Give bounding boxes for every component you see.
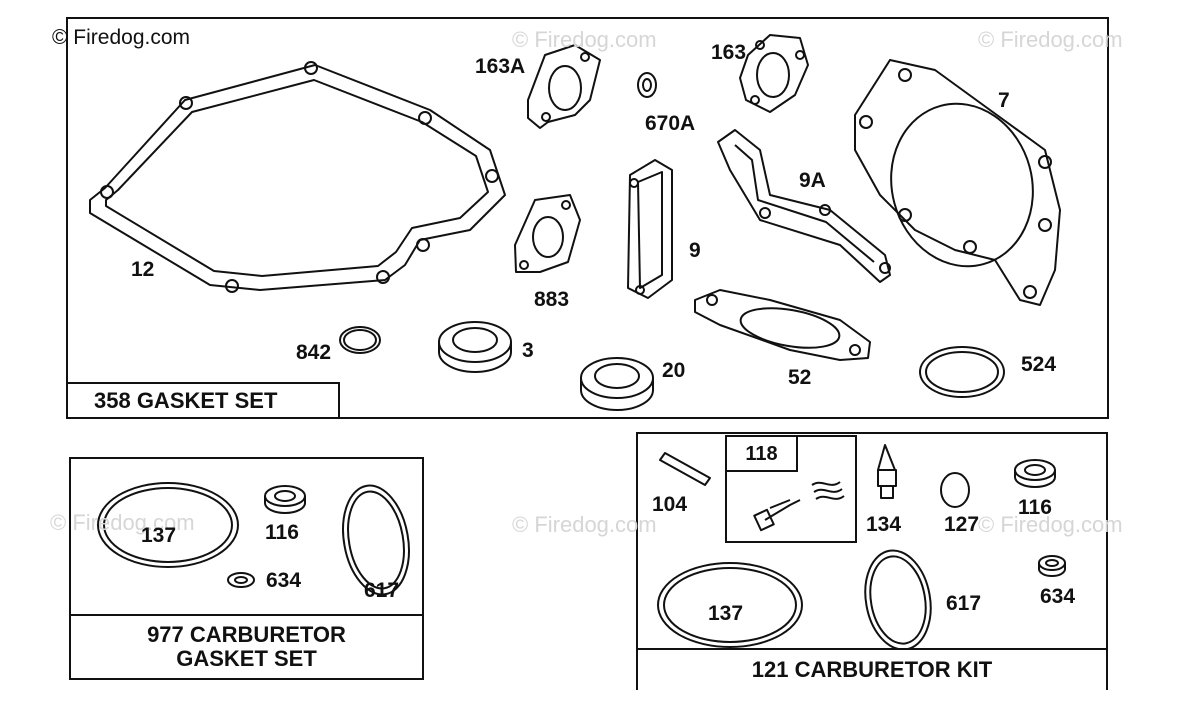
part-104-label: 104 bbox=[652, 493, 688, 516]
part-670A-label: 670A bbox=[645, 112, 696, 135]
part-163-label: 163 bbox=[711, 41, 747, 64]
part-20-label: 20 bbox=[662, 359, 686, 382]
part-7-label: 7 bbox=[998, 89, 1010, 112]
part-617-kit-label: 617 bbox=[946, 592, 982, 615]
part-163A-drawing bbox=[527, 44, 601, 129]
part-127-plug-drawing bbox=[940, 472, 970, 508]
carb-kit-title-text: 121 CARBURETOR KIT bbox=[751, 657, 993, 682]
gasket-set-title-text: 358 GASKET SET bbox=[94, 387, 278, 413]
part-12-gasket-drawing bbox=[89, 61, 506, 293]
part-634-kit-washer-drawing bbox=[1038, 555, 1066, 577]
part-116-kit-washer-drawing bbox=[1014, 459, 1056, 488]
part-883-label: 883 bbox=[534, 288, 570, 311]
part-617-carb-gasket-ring-drawing bbox=[342, 484, 410, 596]
copyright-text: © Firedog.com bbox=[52, 26, 191, 49]
part-134-label: 134 bbox=[866, 513, 902, 536]
part-524-ring-drawing bbox=[919, 346, 1005, 398]
part-634-carb-gasket-label: 634 bbox=[266, 569, 302, 592]
part-842-label: 842 bbox=[296, 341, 332, 364]
part-634-kit-label: 634 bbox=[1040, 585, 1076, 608]
part-104-pin-drawing bbox=[659, 452, 711, 486]
part-670A-drawing bbox=[637, 72, 657, 98]
part-3-seal-drawing bbox=[438, 321, 512, 373]
part-634-carb-gasket-washer-drawing bbox=[227, 572, 255, 588]
part-116-carb-gasket-label: 116 bbox=[265, 521, 299, 544]
part-134-needle-valve-drawing bbox=[877, 444, 897, 499]
watermark-3: © Firedog.com bbox=[50, 510, 195, 535]
part-127-label: 127 bbox=[944, 513, 980, 536]
carb-gasket-set-title-line2: GASKET SET bbox=[176, 646, 317, 671]
carb-kit-panel bbox=[636, 432, 1108, 690]
part-163-drawing bbox=[739, 34, 809, 113]
part-137-carb-gasket-ring-drawing bbox=[97, 482, 239, 568]
part-7-head-gasket-drawing bbox=[854, 59, 1061, 306]
part-118-label: 118 bbox=[745, 442, 778, 465]
part-52-label: 52 bbox=[788, 366, 812, 389]
part-9A-drawing bbox=[717, 129, 891, 283]
part-9A-label: 9A bbox=[799, 169, 826, 192]
part-118-needle-spring-drawing bbox=[753, 481, 845, 532]
part-163A-label: 163A bbox=[475, 55, 526, 78]
part-20-seal-drawing bbox=[580, 357, 654, 411]
gasket-set-panel bbox=[66, 17, 1109, 419]
part-116-kit-label: 116 bbox=[1018, 496, 1052, 519]
part-842-drawing bbox=[339, 326, 381, 354]
part-52-drawing bbox=[694, 289, 871, 361]
part-137-carb-gasket-label: 137 bbox=[141, 524, 177, 547]
part-116-carb-gasket-washer-drawing bbox=[264, 485, 306, 514]
gasket-set-title: 358 GASKET SET bbox=[66, 382, 340, 419]
part-617-carb-gasket-label: 617 bbox=[364, 579, 400, 602]
part-118-label-box: 118 bbox=[725, 435, 798, 472]
part-12-label: 12 bbox=[131, 258, 155, 281]
part-9-label: 9 bbox=[689, 239, 701, 262]
carb-gasket-set-title: 977 CARBURETOR GASKET SET bbox=[69, 614, 424, 680]
part-137-kit-ring-drawing bbox=[657, 562, 803, 648]
watermark-5: © Firedog.com bbox=[978, 512, 1123, 537]
part-3-label: 3 bbox=[522, 339, 534, 362]
part-524-label: 524 bbox=[1021, 353, 1057, 376]
part-883-drawing bbox=[514, 194, 581, 273]
carb-kit-title: 121 CARBURETOR KIT bbox=[636, 648, 1108, 690]
carb-gasket-set-title-line1: 977 CARBURETOR bbox=[147, 622, 346, 647]
part-137-kit-label: 137 bbox=[708, 602, 744, 625]
watermark-1: © Firedog.com bbox=[512, 27, 657, 52]
watermark-2: © Firedog.com bbox=[978, 27, 1123, 52]
watermark-4: © Firedog.com bbox=[512, 512, 657, 537]
part-9-drawing bbox=[627, 159, 673, 299]
